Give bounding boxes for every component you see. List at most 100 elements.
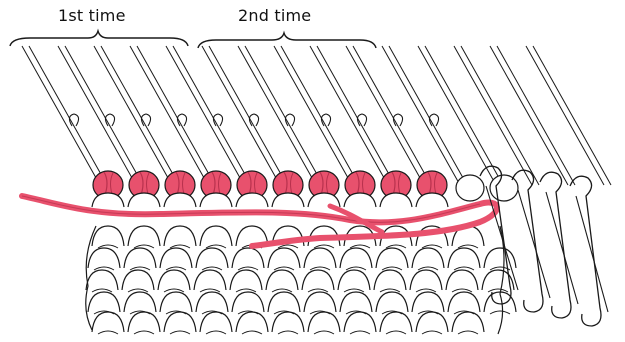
fabric-loop bbox=[266, 270, 298, 290]
needle-line bbox=[382, 46, 460, 185]
fabric-loop bbox=[452, 312, 484, 332]
needle-line bbox=[274, 46, 352, 185]
needle-line bbox=[497, 46, 575, 185]
needle-line bbox=[22, 46, 100, 185]
fabric-loop bbox=[160, 292, 192, 312]
fabric-loop bbox=[412, 292, 444, 312]
fabric-loop bbox=[302, 270, 334, 290]
fabric-loop bbox=[376, 248, 408, 268]
fabric-loop-inner bbox=[422, 245, 442, 248]
fabric-loop-inner bbox=[170, 245, 190, 248]
fabric-loop bbox=[268, 248, 300, 268]
needle-line bbox=[94, 46, 172, 185]
fabric-loop-inner bbox=[314, 245, 334, 248]
fabric-loop bbox=[232, 292, 264, 312]
latch-hook-shaft bbox=[546, 192, 578, 304]
latch-hook bbox=[570, 176, 601, 326]
fabric-loop bbox=[340, 248, 372, 268]
fabric-loop-inner bbox=[98, 245, 118, 248]
bracket-second bbox=[198, 33, 376, 48]
needle-line bbox=[346, 46, 424, 185]
fabric-loop-inner bbox=[458, 245, 478, 248]
fabric-loop bbox=[88, 292, 120, 312]
needle-group bbox=[22, 46, 611, 185]
needle-line bbox=[238, 46, 316, 185]
needle-line bbox=[526, 46, 604, 185]
fabric-loop-inner bbox=[278, 245, 298, 248]
fabric-loop bbox=[196, 292, 228, 312]
fabric-loop bbox=[380, 312, 412, 332]
label-second-time: 2nd time bbox=[238, 6, 311, 25]
needle-line bbox=[166, 46, 244, 185]
fabric-loop bbox=[124, 248, 156, 268]
fabric-loop-inner bbox=[458, 331, 478, 334]
needle-line bbox=[58, 46, 136, 185]
fabric-loop bbox=[416, 312, 448, 332]
fabric-loop-inner bbox=[170, 331, 190, 334]
fabric-loop bbox=[268, 292, 300, 312]
fabric-loop bbox=[122, 270, 154, 290]
white-stitch bbox=[456, 175, 484, 201]
fabric-loop bbox=[86, 270, 118, 290]
fabric-loop bbox=[340, 292, 372, 312]
needle-line bbox=[130, 46, 208, 185]
fabric-loop bbox=[448, 292, 480, 312]
fabric-loop-inner bbox=[134, 331, 154, 334]
fabric-loop bbox=[448, 248, 480, 268]
fabric-loop bbox=[272, 312, 304, 332]
fabric-loop bbox=[194, 270, 226, 290]
fabric-loop bbox=[200, 226, 232, 246]
fabric-loop bbox=[304, 248, 336, 268]
needle-line bbox=[490, 46, 568, 185]
fabric-loop bbox=[412, 248, 444, 268]
fabric-loop-inner bbox=[314, 331, 334, 334]
needle-line bbox=[418, 46, 496, 185]
fabric-loop-inner bbox=[350, 245, 370, 248]
needle-line bbox=[454, 46, 532, 185]
latch-hook-shaft bbox=[486, 186, 518, 290]
latch-hook-shaft bbox=[576, 196, 608, 312]
needle-line bbox=[29, 46, 107, 185]
fabric-loop bbox=[230, 270, 262, 290]
fabric-loop bbox=[344, 312, 376, 332]
fabric-loop bbox=[338, 270, 370, 290]
bracket-first bbox=[10, 31, 188, 46]
fabric-loop bbox=[158, 270, 190, 290]
needle-line bbox=[202, 46, 280, 185]
needle-line bbox=[533, 46, 611, 185]
fabric-loop bbox=[128, 226, 160, 246]
fabric-loop bbox=[164, 312, 196, 332]
needle-line bbox=[461, 46, 539, 185]
fabric-loop bbox=[236, 312, 268, 332]
fabric-loop-inner bbox=[206, 331, 226, 334]
white-stitch bbox=[490, 175, 518, 201]
stitch-row bbox=[92, 171, 518, 207]
fabric-loop bbox=[410, 270, 442, 290]
fabric-loop bbox=[374, 270, 406, 290]
fabric-loop bbox=[92, 226, 124, 246]
fabric-loop-inner bbox=[242, 331, 262, 334]
fabric-loop bbox=[232, 248, 264, 268]
fabric-edge bbox=[86, 226, 96, 330]
fabric-loop-inner bbox=[278, 331, 298, 334]
fabric-loop bbox=[164, 226, 196, 246]
fabric-loop bbox=[92, 312, 124, 332]
needle-line bbox=[310, 46, 388, 185]
fabric-loop bbox=[484, 248, 516, 268]
fabric-loop bbox=[304, 292, 336, 312]
fabric-loop-inner bbox=[98, 331, 118, 334]
fabric-loop bbox=[128, 312, 160, 332]
latch-hook bbox=[540, 172, 571, 318]
fabric-loop bbox=[160, 248, 192, 268]
fabric-loop bbox=[124, 292, 156, 312]
fabric-loop bbox=[376, 292, 408, 312]
fabric-loop bbox=[196, 248, 228, 268]
fabric-loop-inner bbox=[134, 245, 154, 248]
fabric-loop-inner bbox=[350, 331, 370, 334]
label-first-time: 1st time bbox=[58, 6, 126, 25]
fabric-loop-inner bbox=[386, 331, 406, 334]
fabric-loop-inner bbox=[490, 311, 510, 314]
fabric-loop bbox=[88, 248, 120, 268]
